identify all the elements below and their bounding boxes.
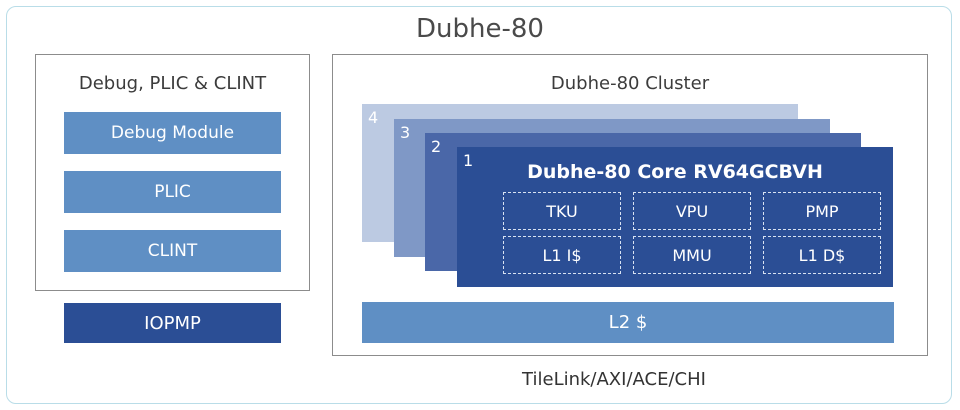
diagram-title: Dubhe-80 bbox=[416, 14, 544, 44]
clint-block: CLINT bbox=[64, 230, 281, 272]
l1-icache-unit: L1 I$ bbox=[503, 236, 621, 274]
vpu-unit: VPU bbox=[633, 192, 751, 230]
cluster-title: Dubhe-80 Cluster bbox=[550, 73, 710, 94]
pmp-unit: PMP bbox=[763, 192, 881, 230]
debug-module-block: Debug Module bbox=[64, 112, 281, 154]
core-layer-1: 1 Dubhe-80 Core RV64GCBVH TKU VPU PMP L1… bbox=[457, 147, 893, 287]
tku-unit: TKU bbox=[503, 192, 621, 230]
l1-dcache-unit: L1 D$ bbox=[763, 236, 881, 274]
bus-label: TileLink/AXI/ACE/CHI bbox=[522, 369, 706, 390]
layer-number-1: 1 bbox=[463, 151, 474, 170]
iopmp-block: IOPMP bbox=[64, 303, 281, 343]
debug-plic-clint-title: Debug, PLIC & CLINT bbox=[78, 73, 267, 94]
debug-plic-clint-panel: Debug, PLIC & CLINT Debug Module PLIC CL… bbox=[35, 54, 310, 291]
mmu-unit: MMU bbox=[633, 236, 751, 274]
layer-number-4: 4 bbox=[368, 108, 379, 127]
l2-cache-block: L2 $ bbox=[362, 302, 894, 343]
plic-block: PLIC bbox=[64, 171, 281, 213]
core-title: Dubhe-80 Core RV64GCBVH bbox=[527, 161, 823, 183]
layer-number-3: 3 bbox=[400, 123, 411, 142]
layer-number-2: 2 bbox=[431, 137, 442, 156]
